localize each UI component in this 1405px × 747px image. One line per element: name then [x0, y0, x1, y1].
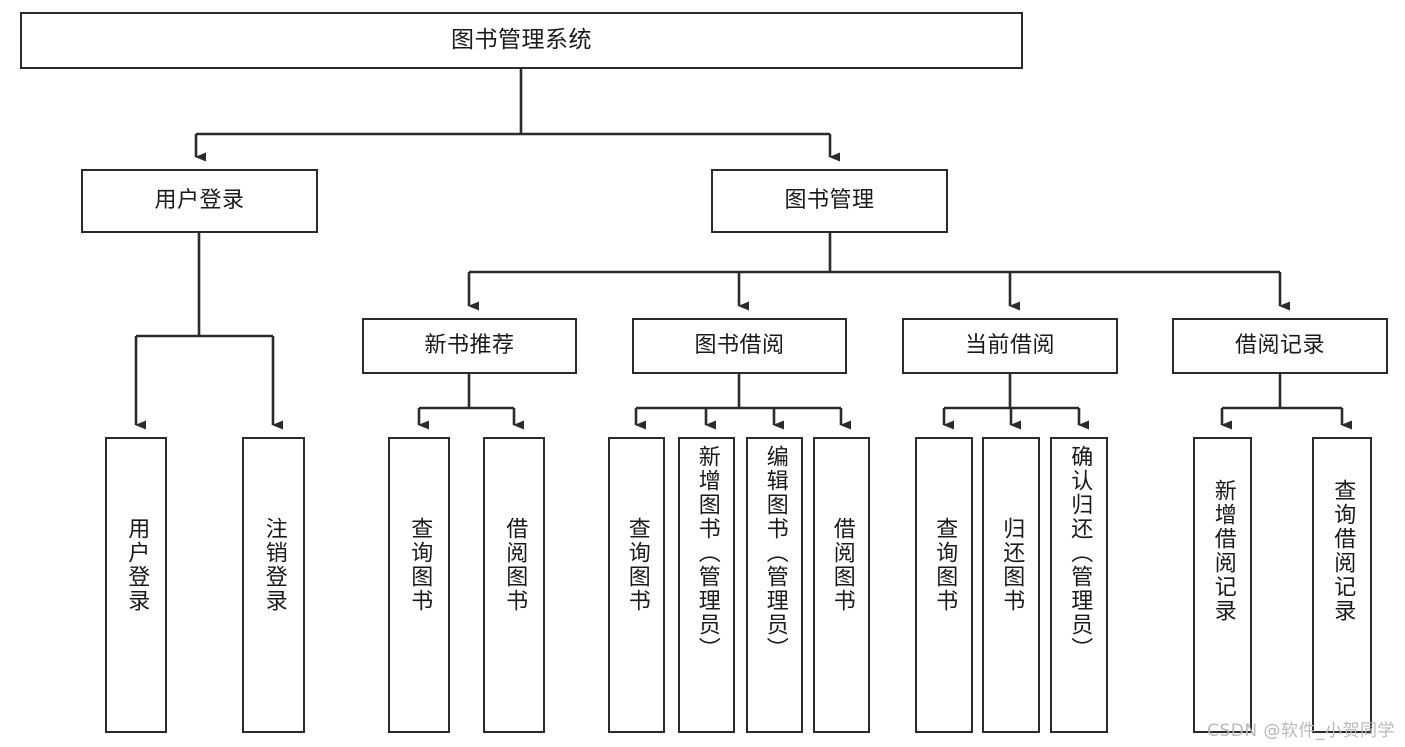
- node-label: 借阅记录: [1234, 332, 1325, 358]
- node-leaf-borrow-borrow-book[interactable]: 借阅图书: [813, 437, 870, 733]
- node-book-borrow[interactable]: 图书借阅: [632, 318, 847, 374]
- node-label: 查询图书: [932, 517, 958, 613]
- node-book-management[interactable]: 图书管理: [711, 169, 948, 233]
- node-label: 用户登录: [124, 517, 150, 613]
- node-leaf-cur-query-book[interactable]: 查询图书: [915, 437, 973, 733]
- node-label: 当前借阅: [964, 332, 1055, 358]
- node-leaf-cur-return-book[interactable]: 归还图书: [982, 437, 1040, 733]
- node-user-login[interactable]: 用户登录: [81, 169, 318, 233]
- edge-ul-to-leaf-user-login: [136, 233, 273, 425]
- edge-bb-to-query-book: [636, 374, 841, 425]
- node-label: 用户登录: [154, 187, 245, 213]
- edge-nbr-to-query-book: [419, 374, 514, 425]
- node-label: 图书管理系统: [451, 27, 592, 54]
- edge-root-to-user-login: [196, 69, 830, 157]
- node-label: 确认归还（管理员）: [1067, 445, 1093, 661]
- node-leaf-rec-borrow-book[interactable]: 借阅图书: [483, 437, 545, 733]
- edge-br-to-add-record: [1222, 374, 1342, 425]
- node-label: 图书管理: [784, 187, 875, 213]
- node-leaf-cur-confirm-return[interactable]: 确认归还（管理员）: [1050, 437, 1108, 733]
- node-leaf-borrow-edit-book[interactable]: 编辑图书（管理员）: [746, 437, 803, 733]
- node-label: 新增借阅记录: [1210, 479, 1236, 623]
- node-label: 图书借阅: [694, 332, 785, 358]
- node-new-book-recommendation[interactable]: 新书推荐: [362, 318, 577, 374]
- node-borrow-record[interactable]: 借阅记录: [1172, 318, 1388, 374]
- node-leaf-borrow-add-book[interactable]: 新增图书（管理员）: [678, 437, 735, 733]
- node-leaf-borrow-query-book[interactable]: 查询图书: [608, 437, 665, 733]
- node-label: 注销登录: [261, 517, 287, 613]
- node-label: 借阅图书: [829, 517, 855, 613]
- node-current-borrow[interactable]: 当前借阅: [902, 318, 1118, 374]
- node-label: 借阅图书: [502, 517, 528, 613]
- node-root-book-management-system[interactable]: 图书管理系统: [20, 12, 1023, 69]
- node-label: 查询图书: [407, 517, 433, 613]
- node-label: 新增图书（管理员）: [694, 445, 720, 661]
- node-leaf-rec-query-record[interactable]: 查询借阅记录: [1312, 437, 1372, 733]
- node-label: 编辑图书（管理员）: [762, 445, 788, 661]
- node-leaf-user-logout[interactable]: 注销登录: [242, 437, 305, 733]
- node-label: 归还图书: [999, 517, 1025, 613]
- edge-bm-to-new-book-rec: [469, 233, 1280, 306]
- node-leaf-user-login[interactable]: 用户登录: [105, 437, 167, 733]
- watermark-text: CSDN @软件_小贺同学: [1207, 721, 1395, 741]
- node-leaf-rec-add-record[interactable]: 新增借阅记录: [1193, 437, 1252, 733]
- node-label: 查询借阅记录: [1330, 479, 1356, 623]
- node-label: 新书推荐: [424, 332, 515, 358]
- node-leaf-rec-query-book[interactable]: 查询图书: [388, 437, 450, 733]
- node-label: 查询图书: [624, 517, 650, 613]
